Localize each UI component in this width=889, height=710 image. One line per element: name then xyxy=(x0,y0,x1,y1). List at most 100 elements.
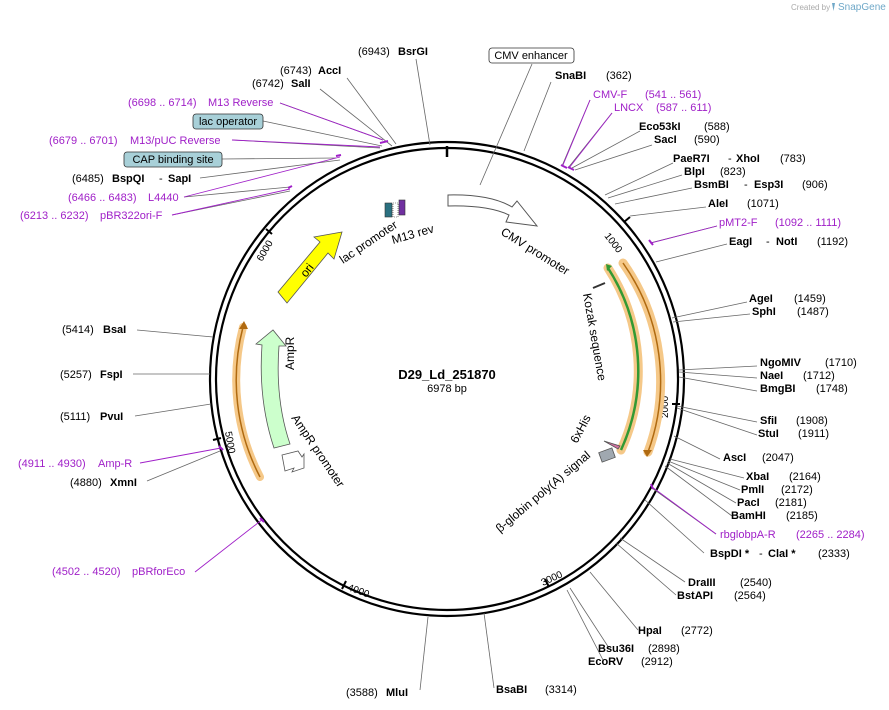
site-naei-pos: (1712) xyxy=(803,370,835,382)
primer-lncx-range: (587 .. 611) xyxy=(656,102,711,114)
primer-leader-pbrfor xyxy=(194,518,264,573)
ampr-promoter-arrow xyxy=(281,450,305,473)
site-naei-name: NaeI xyxy=(760,370,783,382)
leader-eagi xyxy=(655,243,728,263)
leader-bspdi xyxy=(644,499,705,554)
site-xbai-name: XbaI xyxy=(746,471,769,483)
cap-site-box-label: CAP binding site xyxy=(132,154,213,166)
primer-leader-cmvf xyxy=(562,99,591,166)
primer-pbrfor-name: pBRforEco xyxy=(132,566,185,578)
leader-ecorv xyxy=(566,589,604,661)
site-eagi-dash: - xyxy=(766,236,770,248)
primer-mark-lncx xyxy=(567,166,575,171)
leader-cmv-enhancer xyxy=(479,63,533,186)
site-asci-name: AscI xyxy=(723,452,746,464)
his-tag-label: 6xHis xyxy=(567,412,593,445)
site-acci-name: AccI xyxy=(318,65,341,77)
site-bspqi-name: BspQI xyxy=(112,173,144,185)
primer-leader-pbr322 xyxy=(171,188,291,216)
leader-lacop xyxy=(262,120,383,147)
primer-leaders xyxy=(139,99,718,573)
leader-acci xyxy=(346,77,397,145)
site-ngomiv-pos: (1710) xyxy=(825,357,857,369)
site-snabi-name: SnaBI xyxy=(555,70,586,82)
primer-l4440-name: L4440 xyxy=(148,192,179,204)
site-paer7i-pos: (783) xyxy=(780,153,806,165)
orange-arc-arrow xyxy=(643,450,652,457)
tick-label-5000: 5000 xyxy=(222,431,237,455)
site-paer7i-name: PaeR7I xyxy=(673,153,710,165)
primer-leader-m13r xyxy=(279,102,384,141)
tick-3000 xyxy=(544,578,550,588)
site-sali-pos: (6742) xyxy=(252,78,284,90)
m13-rev-mark xyxy=(398,199,406,216)
site-alei-pos: (1071) xyxy=(747,198,779,210)
leader-bstapi xyxy=(615,542,677,596)
site-bamhi-name: BamHI xyxy=(731,510,766,522)
leader-xbai xyxy=(669,458,745,479)
site-bsmbi-pos: (906) xyxy=(802,179,828,191)
plasmid-name: D29_Ld_251870 xyxy=(398,367,496,382)
site-sfii-pos: (1908) xyxy=(796,415,828,427)
leader-bsrgi xyxy=(415,58,431,146)
site-bspqi-dash: - xyxy=(159,173,163,185)
site-hpai-pos: (2772) xyxy=(681,625,713,637)
site-bstapi-pos: (2564) xyxy=(734,590,766,602)
site-bsai-pos: (5414) xyxy=(62,324,94,336)
site-pmli-name: PmlI xyxy=(741,484,764,496)
site-xbai-pos: (2164) xyxy=(789,471,821,483)
site-agei-pos: (1459) xyxy=(794,293,826,305)
snapgene-logo: SnapGene xyxy=(832,2,886,13)
primer-cmvf-range: (541 .. 561) xyxy=(645,89,701,101)
site-bsu36i-name: Bsu36I xyxy=(598,643,634,655)
leader-alei xyxy=(629,206,707,217)
leader-naei xyxy=(678,371,758,379)
orf-green-arrow xyxy=(606,264,612,271)
ampr-arrow xyxy=(255,329,291,449)
site-alei-name: AleI xyxy=(708,198,728,210)
primer-ampr-name: Amp-R xyxy=(98,458,132,470)
primer-lncx-name: LNCX xyxy=(614,102,644,114)
primer-rbglob-name: rbglobpA-R xyxy=(720,529,776,541)
leader-sphi xyxy=(672,313,751,323)
leader-bmgbi xyxy=(678,376,758,392)
orange-arc xyxy=(622,262,662,453)
ori-arrow xyxy=(277,231,343,304)
site-bsabi-name: BsaBI xyxy=(496,684,527,696)
leader-agei xyxy=(671,301,748,319)
site-bsrgi-name: BsrGI xyxy=(398,46,428,58)
primer-m13puc-name: M13/pUC Reverse xyxy=(130,135,220,147)
site-paci-pos: (2181) xyxy=(775,497,807,509)
leader-pmli xyxy=(667,460,741,491)
ampr-orange-highlight xyxy=(232,323,264,481)
primer-pmt2f-range: (1092 .. 1111) xyxy=(775,217,841,229)
site-saci-name: SacI xyxy=(654,134,677,146)
polya-label: β-globin poly(A) signal xyxy=(493,448,593,535)
polya-box xyxy=(598,447,616,463)
site-blpi-name: BlpI xyxy=(684,166,705,178)
site-acci-pos: (6743) xyxy=(280,65,312,77)
site-asci-pos: (2047) xyxy=(762,452,794,464)
site-hpai-name: HpaI xyxy=(638,625,662,637)
site-snabi-pos: (362) xyxy=(606,70,632,82)
kozak-label: Kozak sequence xyxy=(580,292,609,382)
primer-leader-l4440 xyxy=(183,156,341,198)
orf-green-arc xyxy=(606,267,640,451)
his-tag-mark xyxy=(603,440,621,450)
leader-l4440 xyxy=(183,186,291,198)
primer-mark-pmt2f xyxy=(648,239,654,246)
site-ecorv-name: EcoRV xyxy=(588,656,624,668)
site-ecorv-pos: (2912) xyxy=(641,656,673,668)
brand-text: SnapGene xyxy=(838,2,886,13)
site-sfii-name: SfiI xyxy=(760,415,777,427)
tick-label-2000: 2000 xyxy=(660,395,671,418)
site-saci-pos: (590) xyxy=(694,134,720,146)
site-sali-name: SalI xyxy=(291,78,311,90)
site-bsai-name: BsaI xyxy=(103,324,126,336)
site-bspdi-pos: (2333) xyxy=(818,548,850,560)
cap-site-box: CAP binding site xyxy=(123,151,223,168)
primer-mark-l4440 xyxy=(335,154,342,157)
site-pmli-pos: (2172) xyxy=(781,484,813,496)
site-xmni-name: XmnI xyxy=(110,477,137,489)
